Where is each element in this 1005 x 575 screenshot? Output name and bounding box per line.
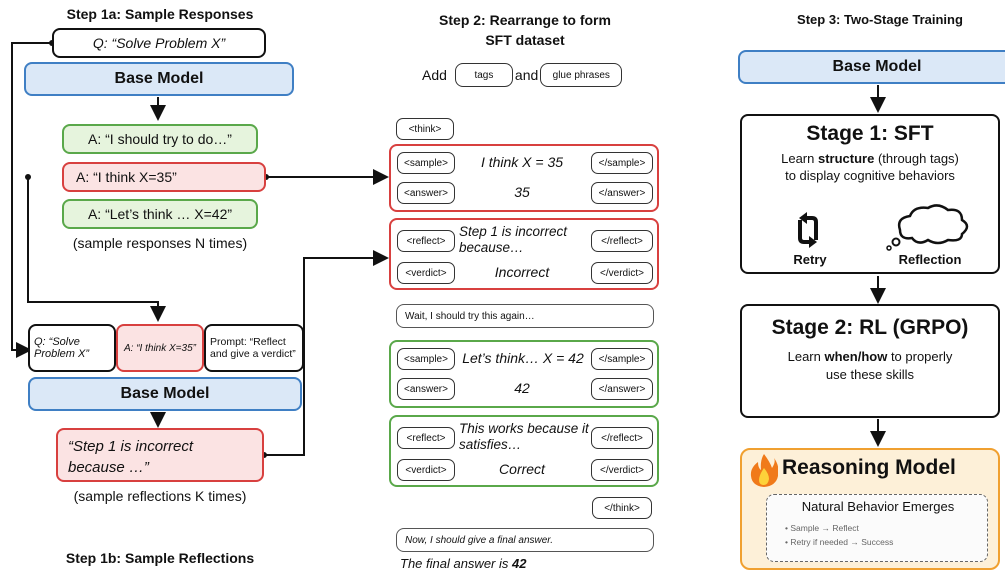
stage1-desc-post: (through tags) — [874, 151, 959, 166]
sample-text: I think X = 35 — [480, 154, 564, 170]
fire-icon — [750, 452, 779, 488]
small-prompt-box: Prompt: “Reflect and give a verdict” — [204, 324, 304, 372]
sample-close-tag: </sample> — [591, 152, 653, 174]
step1a-title: Step 1a: Sample Responses — [66, 6, 254, 22]
retry-arrows-icon — [788, 210, 828, 250]
verdict-text: Correct — [499, 461, 545, 477]
sample-open-tag: <sample> — [397, 152, 455, 174]
step3-title: Step 3: Two-Stage Training — [797, 12, 963, 27]
verdict-open-tag: <verdict> — [397, 262, 455, 284]
think-open-tag: <think> — [396, 118, 454, 140]
glue-phrase-2: Now, I should give a final answer. — [396, 528, 654, 552]
emerges-item-2: • Retry if needed → Success — [785, 537, 894, 547]
answer-text: 42 — [514, 380, 530, 396]
base-model-box-3: Base Model — [738, 50, 1005, 84]
step2-title-line2: SFT dataset — [485, 32, 565, 48]
stage1-desc: Learn structure (through tags) to displa… — [781, 150, 959, 184]
emerges-item-1: • Sample → Reflect — [785, 523, 859, 533]
step2-title-line1: Step 2: Rearrange to form — [439, 12, 611, 28]
sample-open-tag: <sample> — [397, 348, 455, 370]
stage2-title: Stage 2: RL (GRPO) — [771, 316, 969, 339]
reasoning-model-box: Reasoning Model Natural Behavior Emerges… — [740, 448, 1000, 570]
reflection-label: Reflection — [898, 252, 962, 267]
reflect-close-tag: </reflect> — [591, 427, 653, 449]
answer-box-1: A: “I should try to do…” — [62, 124, 258, 154]
stage1-box: Stage 1: SFT Learn structure (through ta… — [740, 114, 1000, 274]
emerges-box: Natural Behavior Emerges • Sample → Refl… — [766, 494, 988, 562]
thought-cloud-icon — [882, 202, 978, 252]
step1b-title: Step 1b: Sample Reflections — [65, 550, 255, 566]
reflect-open-tag: <reflect> — [397, 230, 455, 252]
sample-block-1: <sample> I think X = 35 </sample> <answe… — [389, 144, 659, 212]
emerges-title: Natural Behavior Emerges — [801, 499, 955, 514]
step2-title: Step 2: Rearrange to form SFT dataset — [390, 10, 660, 50]
think-close-tag: </think> — [592, 497, 652, 519]
add-tags-line: Add tags and glue phrases — [422, 63, 623, 87]
stage1-title: Stage 1: SFT — [806, 122, 934, 145]
tags-pill: tags — [454, 63, 513, 87]
reflect-block-1: <reflect> Step 1 is incorrect because… <… — [389, 218, 659, 290]
reflect-block-2: <reflect> This works because it satisfie… — [389, 415, 659, 487]
answer-open-tag: <answer> — [397, 378, 455, 400]
stage1-desc-pre: Learn — [781, 151, 818, 166]
verdict-close-tag: </verdict> — [591, 459, 653, 481]
answer-close-tag: </answer> — [591, 182, 653, 204]
final-answer-line: The final answer is 42 — [400, 556, 526, 571]
verdict-open-tag: <verdict> — [397, 459, 455, 481]
glue-phrase-1: Wait, I should try this again… — [396, 304, 654, 328]
add-word: Add — [422, 67, 447, 83]
sample-text: Let’s think… X = 42 — [462, 350, 584, 366]
reasoning-model-title: Reasoning Model — [782, 456, 956, 479]
sample-block-2: <sample> Let’s think… X = 42 </sample> <… — [389, 340, 659, 408]
answer-box-3: A: “Let’s think … X=42” — [62, 199, 258, 229]
sample-close-tag: </sample> — [591, 348, 653, 370]
small-question-box: Q: “Solve Problem X” — [28, 324, 116, 372]
reflect-text: This works because it satisfies… — [459, 421, 589, 452]
stage1-desc-bold: structure — [817, 151, 875, 166]
answer-open-tag: <answer> — [397, 182, 455, 204]
stage2-desc-line2: use these skills — [825, 367, 915, 382]
reflection-box: “Step 1 is incorrect because …” — [56, 428, 264, 482]
base-model-box-1b: Base Model — [28, 377, 302, 411]
small-answer-box: A: “I think X=35” — [116, 324, 204, 372]
question-box: Q: “Solve Problem X” — [52, 28, 266, 58]
answer-box-2: A: “I think X=35” — [62, 162, 266, 192]
verdict-close-tag: </verdict> — [591, 262, 653, 284]
answer-text: 35 — [514, 184, 530, 200]
stage2-box: Stage 2: RL (GRPO) Learn when/how to pro… — [740, 304, 1000, 418]
stage2-desc-bold: when/how — [824, 349, 888, 364]
answer-close-tag: </answer> — [591, 378, 653, 400]
stage2-desc: Learn when/how to properly use these ski… — [788, 348, 953, 384]
stage2-desc-post: to properly — [887, 349, 953, 364]
and-word: and — [514, 67, 539, 83]
retry-label: Retry — [793, 252, 827, 267]
base-model-box-1a: Base Model — [24, 62, 294, 96]
stage1-desc-line2: to display cognitive behaviors — [785, 168, 955, 183]
sample-responses-note: (sample responses N times) — [72, 235, 248, 251]
reflect-text: Step 1 is incorrect because… — [459, 224, 568, 255]
glue-phrases-pill: glue phrases — [540, 63, 623, 87]
verdict-text: Incorrect — [494, 264, 550, 280]
stage2-desc-pre: Learn — [787, 349, 825, 364]
final-answer-value: 42 — [512, 556, 527, 571]
reflect-close-tag: </reflect> — [591, 230, 653, 252]
final-answer-prefix: The final answer is — [400, 556, 512, 571]
sample-reflections-note: (sample reflections K times) — [73, 488, 247, 504]
reflect-open-tag: <reflect> — [397, 427, 455, 449]
